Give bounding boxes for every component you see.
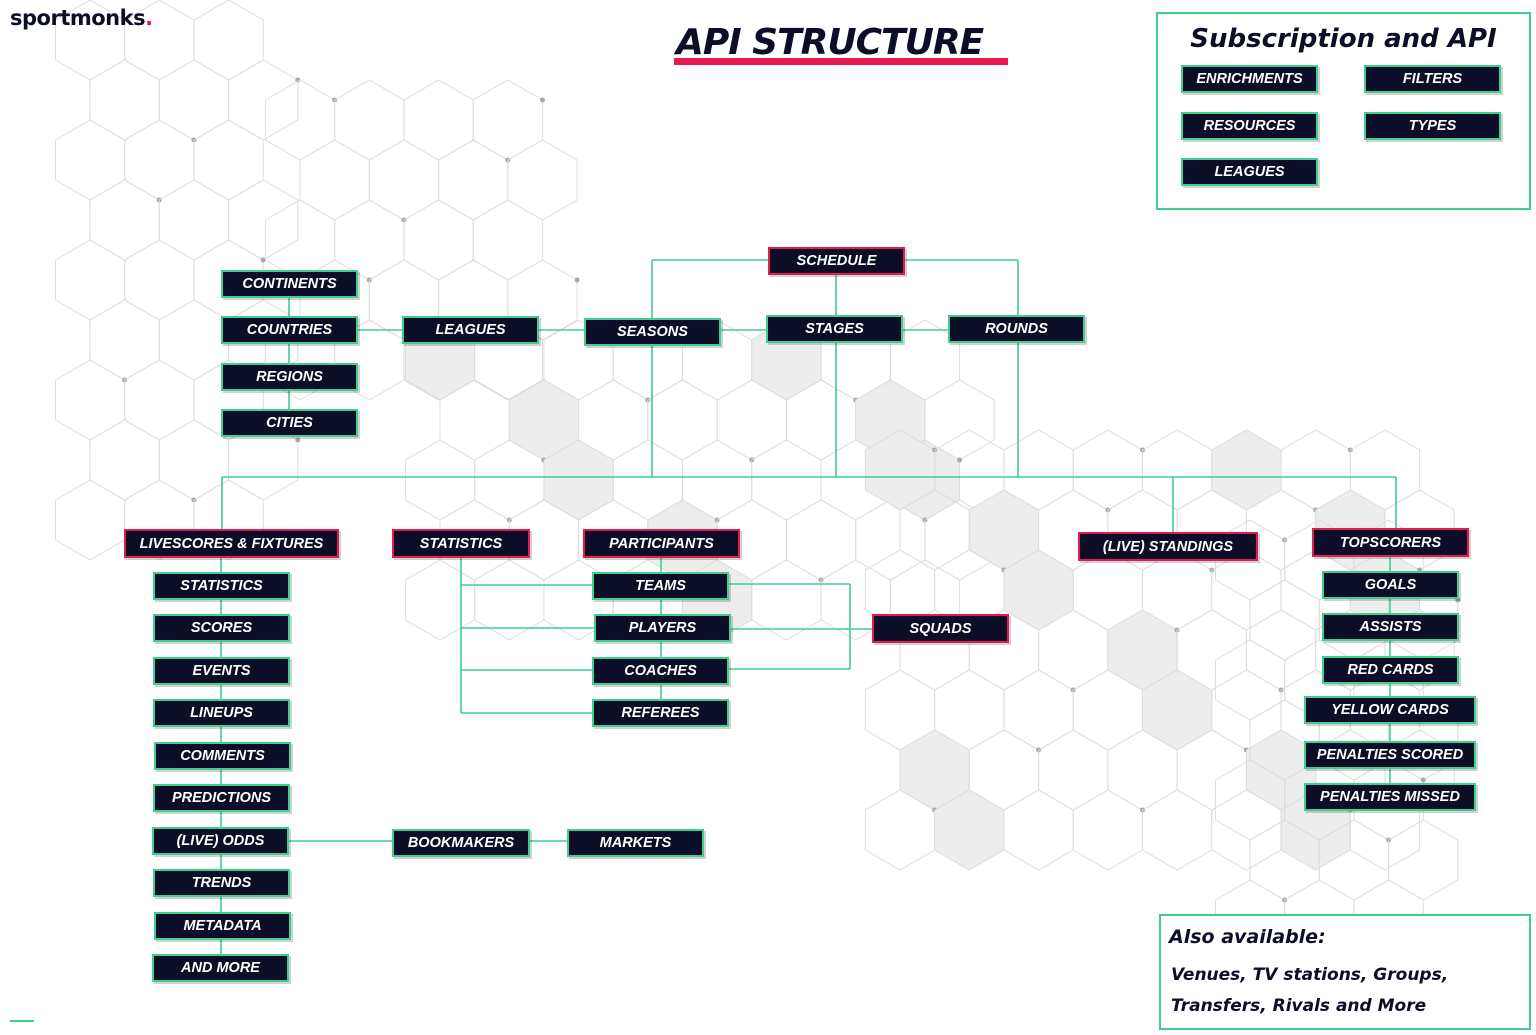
page-title: API STRUCTURE bbox=[676, 22, 984, 63]
node-squads[interactable]: SQUADS bbox=[872, 614, 1009, 643]
node-ls-lineups[interactable]: LINEUPS bbox=[153, 699, 290, 727]
sportmonks-logo[interactable]: sportmonks. bbox=[10, 6, 153, 30]
hexagon-node-dot bbox=[260, 257, 266, 263]
node-goals[interactable]: GOALS bbox=[1322, 571, 1459, 599]
node-livescores-fixtures[interactable]: LIVESCORES & FIXTURES bbox=[124, 529, 339, 558]
node-leagues[interactable]: LEAGUES bbox=[402, 316, 539, 344]
node-live-standings[interactable]: (LIVE) STANDINGS bbox=[1078, 532, 1258, 561]
node-players[interactable]: PLAYERS bbox=[594, 614, 731, 642]
node-subscription-leagues[interactable]: LEAGUES bbox=[1181, 158, 1318, 186]
node-ls-events[interactable]: EVENTS bbox=[153, 657, 290, 685]
hexagon-node-dot bbox=[1420, 777, 1426, 783]
node-penalties-missed[interactable]: PENALTIES MISSED bbox=[1304, 783, 1476, 811]
node-statistics[interactable]: STATISTICS bbox=[392, 529, 530, 558]
node-assists[interactable]: ASSISTS bbox=[1322, 613, 1459, 641]
node-markets[interactable]: MARKETS bbox=[567, 829, 704, 857]
node-ls-live-odds[interactable]: (LIVE) ODDS bbox=[152, 827, 289, 855]
node-ls-and-more[interactable]: AND MORE bbox=[152, 954, 289, 982]
node-enrichments[interactable]: ENRICHMENTS bbox=[1181, 65, 1318, 93]
node-countries[interactable]: COUNTRIES bbox=[221, 316, 358, 344]
node-ls-predictions[interactable]: PREDICTIONS bbox=[153, 784, 290, 812]
hexagon-node-dot bbox=[295, 77, 301, 83]
title-underline bbox=[674, 58, 1008, 65]
node-schedule[interactable]: SCHEDULE bbox=[768, 247, 905, 275]
hexagon-node-dot bbox=[957, 457, 963, 463]
node-ls-trends[interactable]: TRENDS bbox=[153, 869, 290, 897]
node-penalties-scored[interactable]: PENALTIES SCORED bbox=[1304, 741, 1476, 769]
node-ls-scores[interactable]: SCORES bbox=[153, 614, 290, 642]
node-continents[interactable]: CONTINENTS bbox=[221, 270, 358, 298]
node-cities[interactable]: CITIES bbox=[221, 409, 358, 437]
also-available-panel: Also available: Venues, TV stations, Gro… bbox=[1159, 914, 1531, 1030]
node-red-cards[interactable]: RED CARDS bbox=[1322, 656, 1459, 684]
node-ls-comments[interactable]: COMMENTS bbox=[154, 742, 291, 770]
node-topscorers[interactable]: TOPSCORERS bbox=[1312, 528, 1469, 557]
node-bookmakers[interactable]: BOOKMAKERS bbox=[392, 829, 530, 857]
hexagon-node-dot bbox=[540, 97, 545, 103]
node-referees[interactable]: REFEREES bbox=[592, 699, 729, 727]
node-ls-metadata[interactable]: METADATA bbox=[154, 912, 291, 940]
node-rounds[interactable]: ROUNDS bbox=[948, 315, 1085, 343]
node-participants[interactable]: PARTICIPANTS bbox=[583, 529, 740, 558]
hexagon-node-dot bbox=[574, 277, 580, 283]
also-available-text: Venues, TV stations, Groups, Transfers, … bbox=[1171, 965, 1449, 1016]
node-types[interactable]: TYPES bbox=[1364, 112, 1501, 140]
node-ls-statistics[interactable]: STATISTICS bbox=[153, 572, 290, 600]
node-yellow-cards[interactable]: YELLOW CARDS bbox=[1304, 696, 1476, 724]
hexagon-node-dot bbox=[295, 437, 301, 443]
node-coaches[interactable]: COACHES bbox=[592, 657, 729, 685]
node-teams[interactable]: TEAMS bbox=[592, 572, 729, 600]
subscription-panel-title: Subscription and API bbox=[1190, 24, 1497, 54]
also-available-title: Also available: bbox=[1169, 926, 1326, 948]
node-seasons[interactable]: SEASONS bbox=[584, 318, 721, 346]
node-regions[interactable]: REGIONS bbox=[221, 363, 358, 391]
node-resources[interactable]: RESOURCES bbox=[1181, 112, 1318, 140]
node-filters[interactable]: FILTERS bbox=[1364, 65, 1501, 93]
node-stages[interactable]: STAGES bbox=[766, 315, 903, 343]
corner-accent bbox=[10, 1020, 34, 1022]
